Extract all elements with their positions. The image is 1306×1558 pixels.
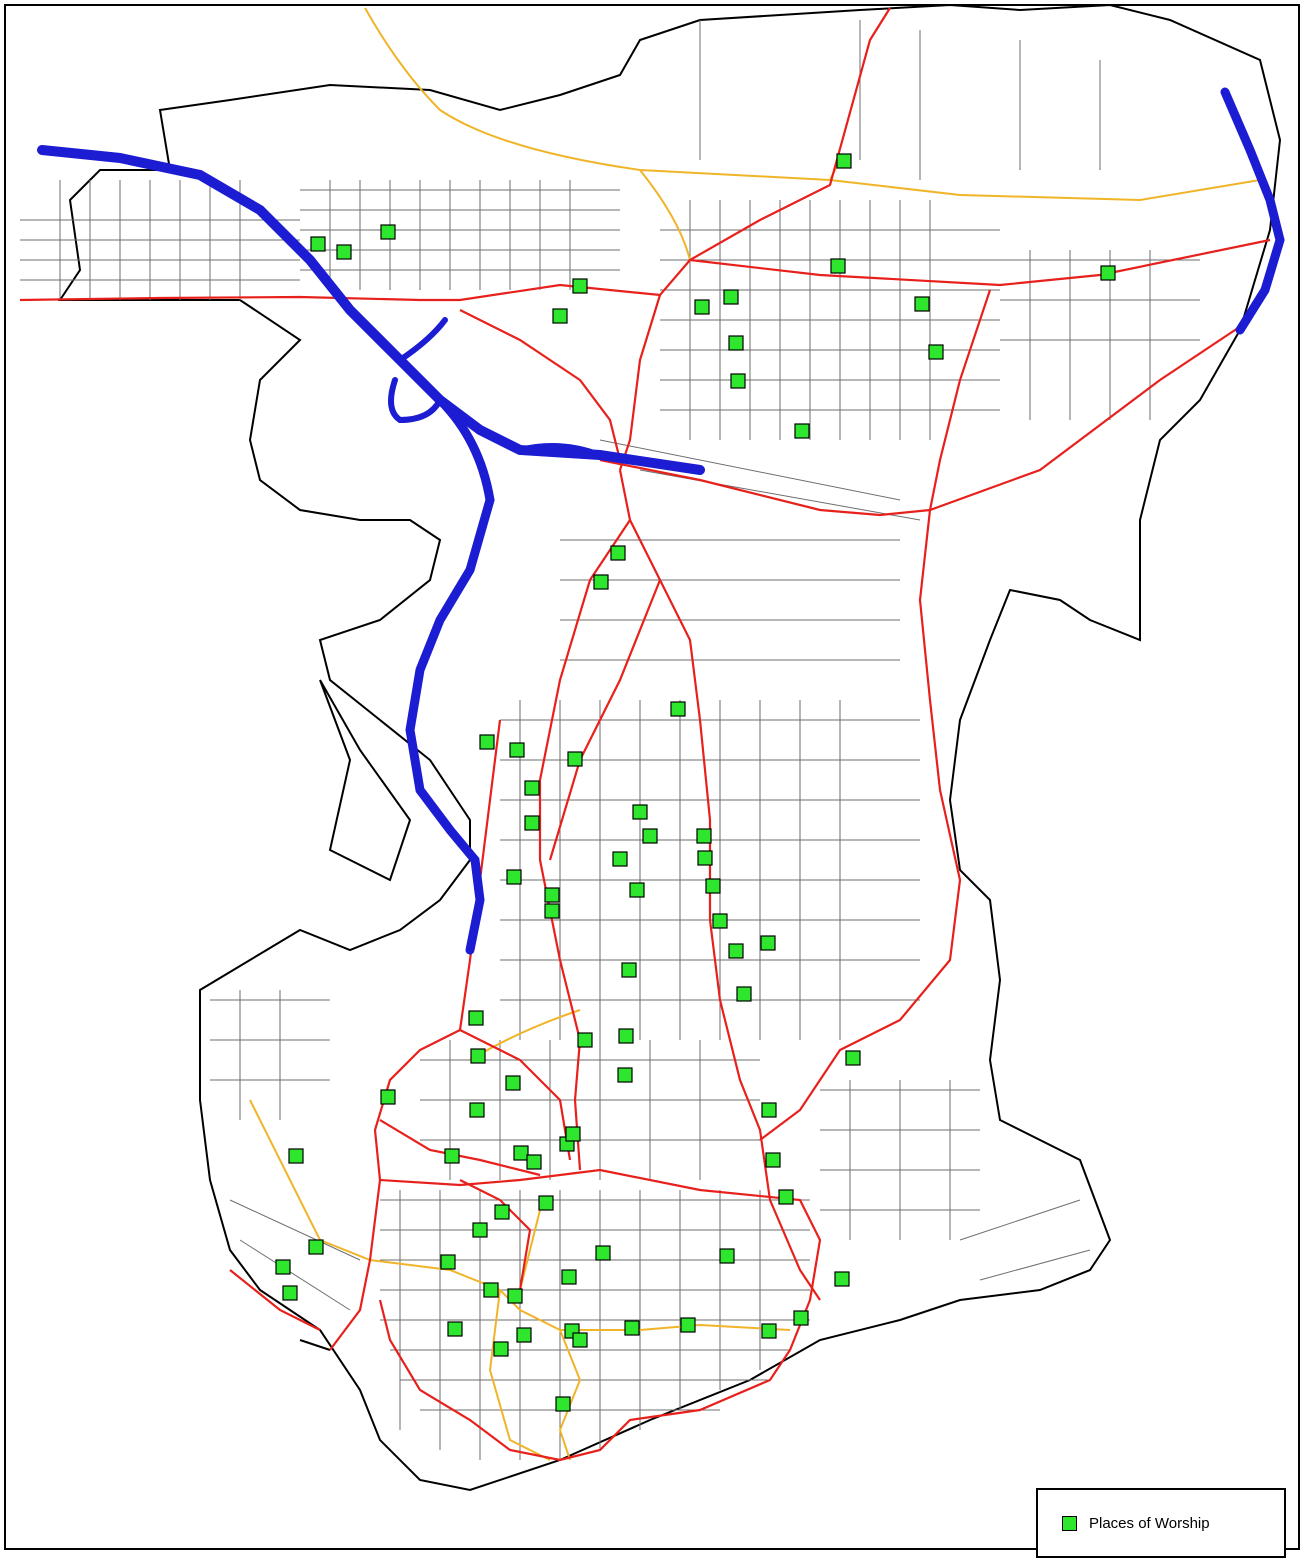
- legend: Places of Worship: [1036, 1488, 1286, 1558]
- place-of-worship-marker[interactable]: [618, 1028, 634, 1044]
- place-of-worship-marker[interactable]: [719, 1248, 735, 1264]
- place-of-worship-marker[interactable]: [572, 278, 588, 294]
- place-of-worship-marker[interactable]: [336, 244, 352, 260]
- place-of-worship-marker[interactable]: [632, 804, 648, 820]
- place-of-worship-marker[interactable]: [472, 1222, 488, 1238]
- place-of-worship-marker[interactable]: [275, 1259, 291, 1275]
- place-of-worship-marker[interactable]: [610, 545, 626, 561]
- place-of-worship-marker[interactable]: [288, 1148, 304, 1164]
- place-of-worship-marker[interactable]: [670, 701, 686, 717]
- place-of-worship-marker[interactable]: [697, 850, 713, 866]
- place-of-worship-marker[interactable]: [483, 1282, 499, 1298]
- place-of-worship-marker[interactable]: [479, 734, 495, 750]
- place-of-worship-marker[interactable]: [282, 1285, 298, 1301]
- place-of-worship-marker[interactable]: [736, 986, 752, 1002]
- place-of-worship-marker[interactable]: [444, 1148, 460, 1164]
- place-of-worship-marker[interactable]: [506, 869, 522, 885]
- place-of-worship-marker[interactable]: [712, 913, 728, 929]
- place-of-worship-marker[interactable]: [470, 1048, 486, 1064]
- place-of-worship-marker[interactable]: [845, 1050, 861, 1066]
- a-roads: [19, 7, 1271, 1462]
- place-of-worship-marker[interactable]: [440, 1254, 456, 1270]
- place-of-worship-marker[interactable]: [928, 344, 944, 360]
- place-of-worship-marker[interactable]: [526, 1154, 542, 1170]
- place-of-worship-marker[interactable]: [524, 780, 540, 796]
- place-of-worship-marker[interactable]: [1100, 265, 1116, 281]
- green-square-marker-icon: [1062, 1515, 1077, 1531]
- place-of-worship-marker[interactable]: [565, 1126, 581, 1142]
- place-of-worship-marker[interactable]: [760, 935, 776, 951]
- place-of-worship-marker[interactable]: [494, 1204, 510, 1220]
- place-of-worship-marker[interactable]: [468, 1010, 484, 1026]
- coastline: [58, 3, 1282, 1492]
- place-of-worship-marker[interactable]: [694, 299, 710, 315]
- place-of-worship-marker[interactable]: [380, 224, 396, 240]
- place-of-worship-marker[interactable]: [680, 1317, 696, 1333]
- place-of-worship-marker[interactable]: [555, 1396, 571, 1412]
- place-of-worship-marker[interactable]: [310, 236, 326, 252]
- place-of-worship-marker[interactable]: [524, 815, 540, 831]
- place-of-worship-marker[interactable]: [696, 828, 712, 844]
- place-of-worship-marker[interactable]: [593, 574, 609, 590]
- place-of-worship-marker[interactable]: [493, 1341, 509, 1357]
- legend-label: Places of Worship: [1089, 1514, 1210, 1532]
- place-of-worship-marker[interactable]: [730, 373, 746, 389]
- place-of-worship-marker[interactable]: [595, 1245, 611, 1261]
- place-of-worship-marker[interactable]: [794, 423, 810, 439]
- place-of-worship-marker[interactable]: [728, 335, 744, 351]
- place-of-worship-marker[interactable]: [761, 1102, 777, 1118]
- place-of-worship-marker[interactable]: [308, 1239, 324, 1255]
- place-of-worship-marker[interactable]: [509, 742, 525, 758]
- place-of-worship-marker[interactable]: [505, 1075, 521, 1091]
- place-of-worship-marker[interactable]: [728, 943, 744, 959]
- place-of-worship-marker[interactable]: [836, 153, 852, 169]
- place-of-worship-marker[interactable]: [572, 1332, 588, 1348]
- place-of-worship-marker[interactable]: [624, 1320, 640, 1336]
- place-of-worship-marker[interactable]: [621, 962, 637, 978]
- place-of-worship-marker[interactable]: [513, 1145, 529, 1161]
- place-of-worship-marker[interactable]: [380, 1089, 396, 1105]
- place-of-worship-marker[interactable]: [552, 308, 568, 324]
- place-of-worship-marker[interactable]: [914, 296, 930, 312]
- place-of-worship-marker[interactable]: [567, 751, 583, 767]
- place-of-worship-marker[interactable]: [705, 878, 721, 894]
- place-of-worship-marker[interactable]: [538, 1195, 554, 1211]
- place-of-worship-marker[interactable]: [830, 258, 846, 274]
- place-of-worship-marker[interactable]: [507, 1288, 523, 1304]
- local-roads: [20, 20, 1200, 1460]
- place-of-worship-marker[interactable]: [723, 289, 739, 305]
- place-of-worship-marker[interactable]: [544, 887, 560, 903]
- place-of-worship-marker[interactable]: [447, 1321, 463, 1337]
- place-of-worship-marker[interactable]: [516, 1327, 532, 1343]
- place-of-worship-marker[interactable]: [778, 1189, 794, 1205]
- place-of-worship-marker[interactable]: [617, 1067, 633, 1083]
- place-of-worship-marker[interactable]: [469, 1102, 485, 1118]
- place-of-worship-marker[interactable]: [612, 851, 628, 867]
- place-of-worship-marker[interactable]: [834, 1271, 850, 1287]
- place-of-worship-marker[interactable]: [793, 1310, 809, 1326]
- place-of-worship-marker[interactable]: [561, 1269, 577, 1285]
- place-of-worship-marker[interactable]: [642, 828, 658, 844]
- place-of-worship-marker[interactable]: [577, 1032, 593, 1048]
- place-of-worship-marker[interactable]: [629, 882, 645, 898]
- places-of-worship-layer[interactable]: [275, 153, 1116, 1412]
- b-roads: [249, 7, 1261, 1461]
- map-frame: [4, 4, 1300, 1550]
- motorway[interactable]: [37, 87, 1285, 955]
- place-of-worship-marker[interactable]: [765, 1152, 781, 1168]
- place-of-worship-marker[interactable]: [544, 903, 560, 919]
- place-of-worship-marker[interactable]: [761, 1323, 777, 1339]
